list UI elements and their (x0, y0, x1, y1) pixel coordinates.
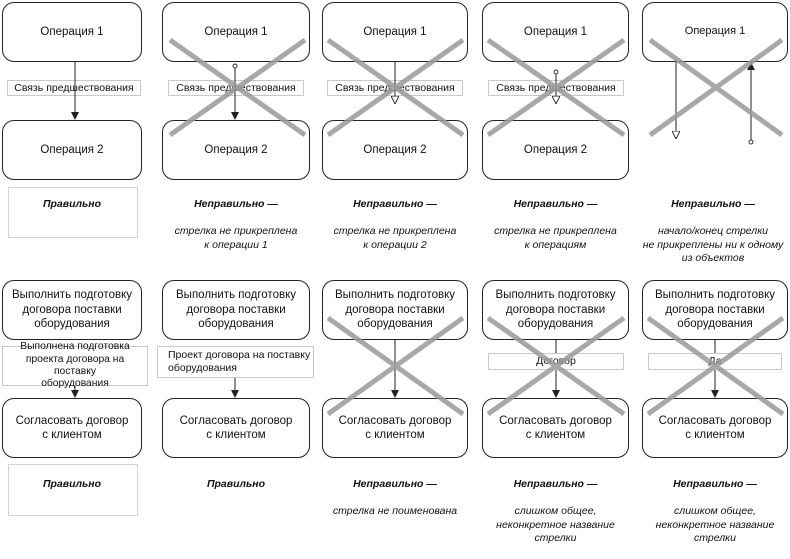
prepare-contract-task: Выполнить подготовку договора поставки о… (482, 280, 629, 340)
prepare-contract-task: Выполнить подготовку договора поставки о… (322, 280, 468, 340)
caption-incorrect: Неправильно — начало/конец стрелки не пр… (642, 197, 784, 265)
approve-contract-task: Согласовать договор с клиентом (482, 398, 629, 458)
prepare-contract-task: Выполнить подготовку договора поставки о… (642, 280, 788, 340)
caption-incorrect: Неправильно — стрелка не прикреплена к о… (174, 197, 298, 251)
loose-end-marker (232, 63, 238, 69)
prepare-contract-task: Выполнить подготовку договора поставки о… (162, 280, 310, 340)
caption-correct: Правильно (206, 477, 266, 490)
operation-2-box: Операция 2 (2, 120, 142, 180)
prepare-contract-task: Выполнить подготовку договора поставки о… (2, 280, 142, 340)
caption-correct: Правильно (42, 477, 102, 490)
precedence-link-label: Связь предшествования (488, 80, 624, 96)
operation-2-box: Операция 2 (322, 120, 468, 180)
arrow-label-too-general: Да (648, 353, 782, 370)
caption-incorrect: Неправильно — стрелка не поименована (332, 477, 458, 517)
precedence-link-label: Связь предшествования (327, 80, 463, 96)
caption-incorrect: Неправильно — стрелка не прикреплена к о… (333, 197, 457, 251)
arrow-label-too-general: Договор (488, 353, 624, 370)
arrow-label-specific: Проект договора на поставку оборудования (157, 346, 314, 378)
caption-incorrect: Неправильно — слишком общее, неконкретно… (496, 477, 615, 545)
operation-1-box: Операция 1 (162, 2, 310, 62)
operation-2-box: Операция 2 (162, 120, 310, 180)
operation-1-box: Операция 1 (642, 2, 788, 62)
approve-contract-task: Согласовать договор с клиентом (2, 398, 142, 458)
caption-incorrect: Неправильно — стрелка не прикреплена к о… (494, 197, 617, 251)
arrow-label-specific: Выполнена подготовка проекта договора на… (2, 341, 148, 389)
precedence-link-label: Связь предшествования (7, 80, 141, 96)
operation-2-box: Операция 2 (482, 120, 629, 180)
caption-correct: Правильно (42, 197, 102, 210)
operation-1-box: Операция 1 (2, 2, 142, 62)
empty-caption-box (8, 187, 138, 238)
operation-1-box: Операция 1 (322, 2, 468, 62)
loose-end-marker (553, 69, 559, 75)
empty-caption-box (8, 464, 138, 516)
approve-contract-task: Согласовать договор с клиентом (642, 398, 788, 458)
precedence-link-label: Связь предшествования (168, 80, 304, 96)
approve-contract-task: Согласовать договор с клиентом (322, 398, 468, 458)
operation-1-box: Операция 1 (482, 2, 629, 62)
approve-contract-task: Согласовать договор с клиентом (162, 398, 310, 458)
caption-incorrect: Неправильно — слишком общее, неконкретно… (655, 477, 775, 545)
loose-end-marker (748, 139, 754, 145)
